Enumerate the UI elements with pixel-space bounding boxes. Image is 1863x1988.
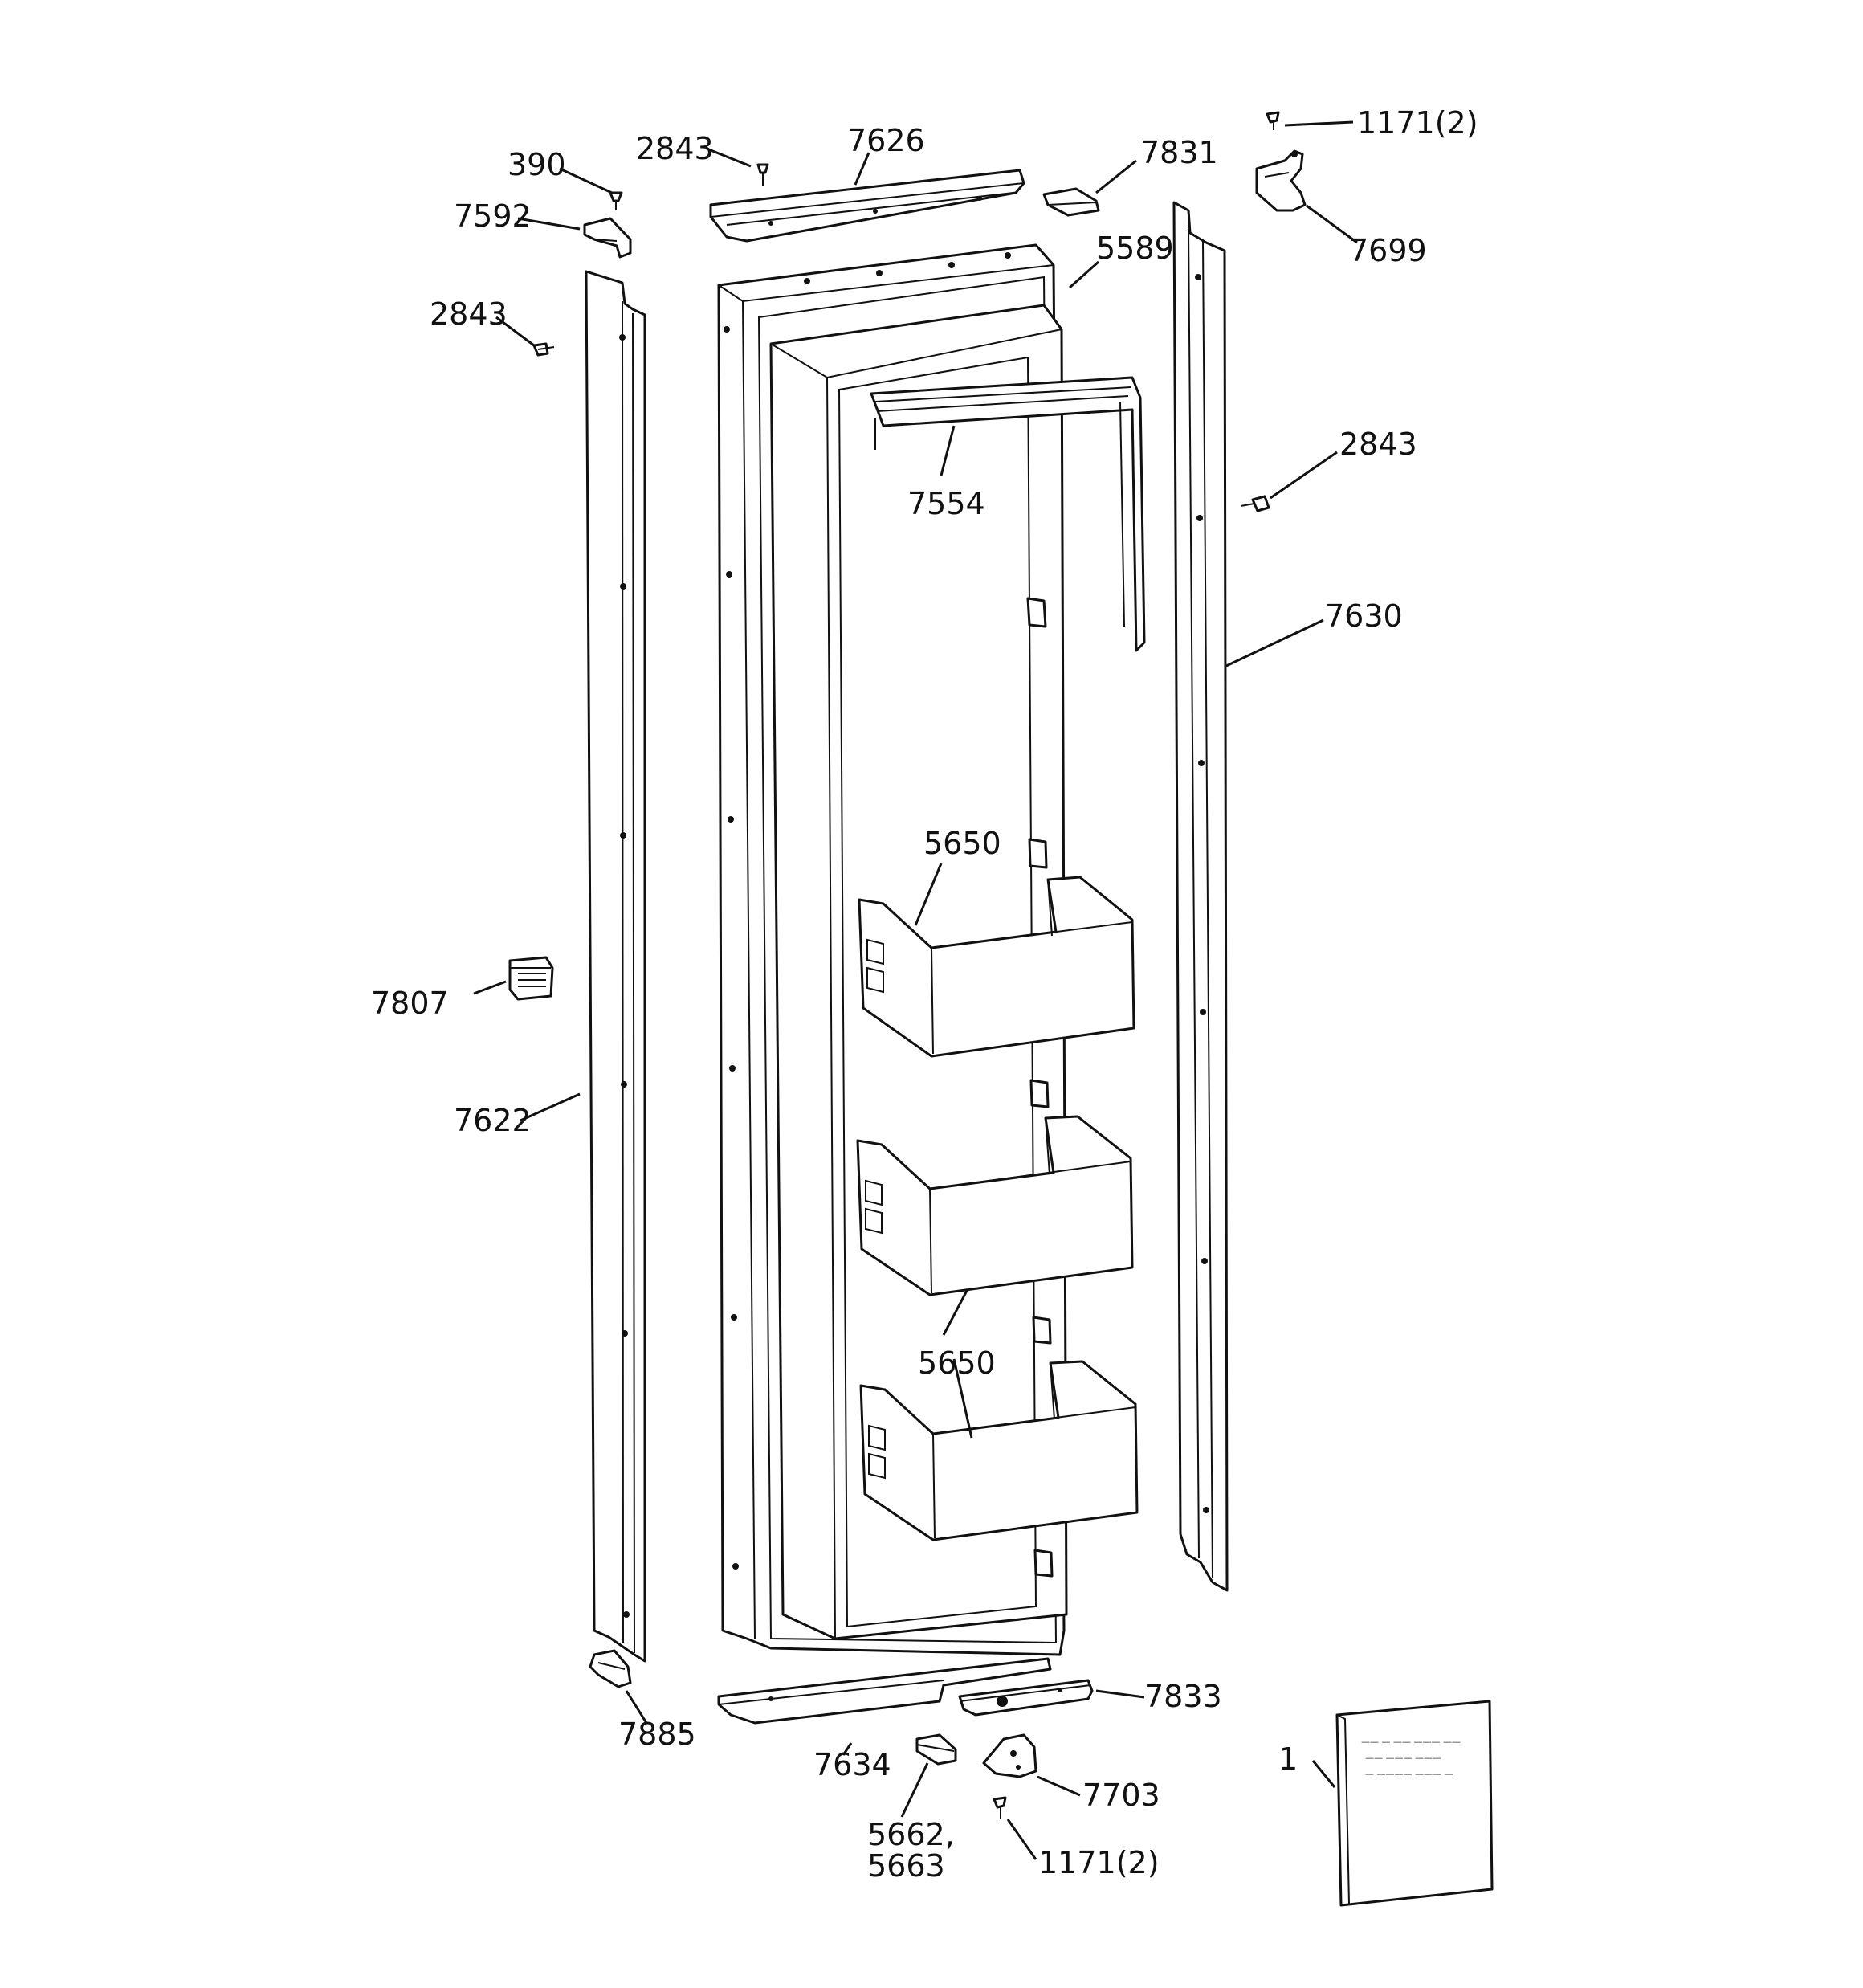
door-gasket bbox=[870, 376, 1146, 652]
label-7807: 7807 bbox=[371, 986, 449, 1021]
bottom-hinge-plate bbox=[958, 1679, 1094, 1717]
bottom-hinge bbox=[982, 1733, 1037, 1778]
top-hinge bbox=[1255, 149, 1307, 212]
label-7699: 7699 bbox=[1349, 233, 1427, 268]
svg-text:— ———— ——— —: — ———— ——— — bbox=[1365, 1769, 1453, 1779]
label-7831: 7831 bbox=[1140, 135, 1218, 170]
leader-lines bbox=[473, 120, 1358, 1860]
label-2843-top: 2843 bbox=[636, 131, 714, 166]
part-labels: 1171(2) 2843 7626 390 7831 7592 7699 558… bbox=[371, 105, 1478, 1884]
label-390: 390 bbox=[508, 147, 566, 182]
bottom-shim bbox=[915, 1733, 957, 1766]
top-left-bracket bbox=[583, 217, 632, 259]
label-7630: 7630 bbox=[1325, 598, 1403, 634]
label-7885: 7885 bbox=[618, 1717, 696, 1752]
top-right-plate bbox=[1042, 187, 1100, 217]
door-bin-lower bbox=[859, 1360, 1139, 1541]
label-7634: 7634 bbox=[813, 1747, 891, 1782]
top-cap bbox=[709, 169, 1025, 243]
screw-icon bbox=[756, 163, 769, 186]
screw-icon bbox=[1240, 495, 1270, 512]
door-bin-upper bbox=[858, 876, 1135, 1058]
foam-block bbox=[508, 956, 554, 1001]
screw-icon bbox=[1266, 111, 1280, 130]
label-5662: 5662, bbox=[867, 1817, 955, 1852]
bottom-cap bbox=[717, 1657, 1052, 1725]
label-7592: 7592 bbox=[454, 198, 532, 234]
label-1171-top: 1171(2) bbox=[1357, 105, 1478, 141]
label-7703: 7703 bbox=[1082, 1778, 1160, 1813]
screw-icon bbox=[532, 342, 555, 357]
right-side-trim bbox=[1172, 201, 1229, 1592]
left-side-trim bbox=[585, 270, 646, 1663]
label-5663: 5663 bbox=[867, 1848, 945, 1884]
label-5650-a: 5650 bbox=[923, 826, 1001, 861]
label-2843-left: 2843 bbox=[430, 296, 508, 332]
label-5589: 5589 bbox=[1096, 231, 1174, 266]
svg-text:—— ——— ———: —— ——— ——— bbox=[1365, 1753, 1441, 1763]
svg-text:—— — —— ——— ——: —— — —— ——— —— bbox=[1361, 1737, 1461, 1747]
door-bin-middle bbox=[856, 1115, 1134, 1296]
label-1171-bottom: 1171(2) bbox=[1038, 1845, 1160, 1880]
label-7833: 7833 bbox=[1144, 1679, 1222, 1714]
label-5650-b: 5650 bbox=[918, 1345, 996, 1381]
owners-manual: —— — —— ——— —— —— ——— ——— — ———— ——— — bbox=[1335, 1700, 1494, 1907]
bottom-left-bracket bbox=[589, 1649, 632, 1688]
screw-icon bbox=[993, 1796, 1007, 1819]
label-2843-right: 2843 bbox=[1339, 427, 1417, 462]
label-1: 1 bbox=[1278, 1741, 1298, 1777]
label-7622: 7622 bbox=[454, 1103, 532, 1138]
screw-icon bbox=[609, 191, 623, 210]
label-7554: 7554 bbox=[907, 486, 985, 521]
label-7626: 7626 bbox=[847, 123, 925, 158]
